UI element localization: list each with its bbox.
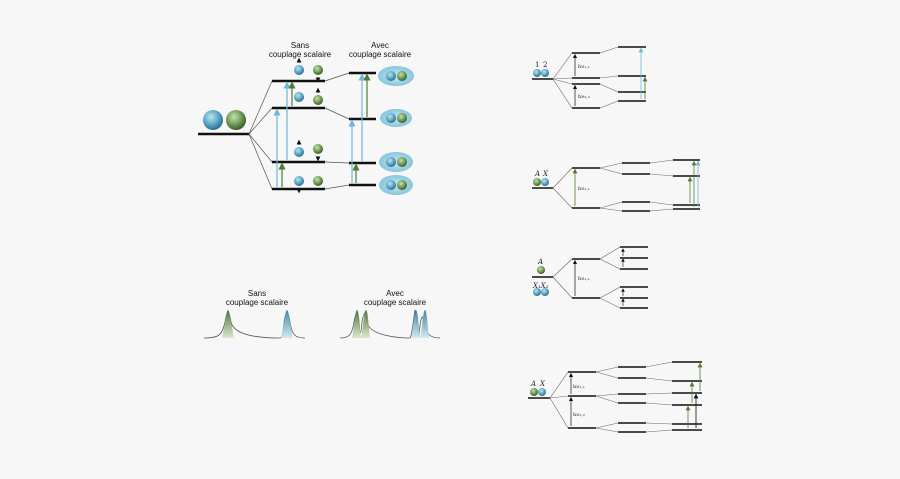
nucleus-sphere-icon — [541, 288, 549, 296]
nucleus-label-X: X — [539, 380, 546, 388]
nmr-spectrum-coupled — [339, 309, 441, 339]
nucleus-label-2: 2 — [543, 61, 547, 69]
nucleus-sphere-icon — [537, 266, 545, 274]
nucleus-sphere-icon — [313, 176, 323, 186]
nucleus-sphere-icon — [313, 95, 323, 105]
header-sans-bottom: Sans couplage scalaire — [212, 289, 302, 307]
nucleus-sphere-icon — [226, 110, 246, 130]
coupling-label: hν₁,₁ — [578, 276, 590, 282]
nucleus-sphere-icon — [538, 388, 546, 396]
header-sans-line1: Sans — [290, 41, 310, 50]
right-diagram-1: 1 2 hν₁,₁ hν₂,₂ — [532, 46, 648, 109]
spin-state-pair — [294, 65, 323, 186]
nucleus-sphere-icon — [294, 92, 304, 102]
coupling-label: hν₁,₁ — [578, 64, 590, 70]
nucleus-sphere-icon — [541, 178, 549, 186]
nucleus-sphere-icon — [533, 288, 541, 296]
header-sans-line2: couplage scalaire — [225, 298, 289, 307]
header-avec-line2: couplage scalaire — [348, 50, 412, 59]
header-avec-top: Avec couplage scalaire — [335, 41, 425, 59]
nucleus-sphere-icon — [294, 147, 304, 157]
nucleus-sphere-icon — [294, 65, 304, 75]
nucleus-sphere-icon — [313, 65, 323, 75]
nucleus-label-A: A — [537, 258, 543, 266]
header-sans-line2: couplage scalaire — [268, 50, 332, 59]
nucleus-sphere-icon — [313, 144, 323, 154]
right-diagram-3: A X₁X₂ hν₁,₁ — [532, 246, 648, 309]
transition-arrow-icon — [348, 73, 371, 183]
nucleus-sphere-icon — [533, 178, 541, 186]
nucleus-label-X: X — [542, 170, 549, 178]
nucleus-label-A: A — [534, 170, 540, 178]
coupling-label: hν₁,₁ — [578, 186, 590, 192]
header-sans-top: Sans couplage scalaire — [255, 41, 345, 59]
main-energy-diagram — [198, 57, 414, 195]
right-diagram-4: A X — [528, 361, 703, 433]
right-diagram-2: A X hν₁,₁ — [532, 159, 701, 212]
header-sans-line1: Sans — [247, 289, 267, 298]
header-avec-bottom: Avec couplage scalaire — [350, 289, 440, 307]
header-avec-line1: Avec — [386, 289, 404, 298]
nucleus-sphere-icon — [203, 110, 223, 130]
coupling-label: hν₁,₁ — [573, 384, 585, 390]
coupling-label-2: hν₂,₂ — [573, 412, 585, 418]
header-avec-line2: couplage scalaire — [363, 298, 427, 307]
nucleus-label-1: 1 — [535, 61, 539, 69]
spin-arrow-icon — [296, 57, 321, 194]
header-avec-line1: Avec — [371, 41, 389, 50]
transition-arrow-icon — [273, 81, 296, 187]
nucleus-label-X1X2: X₁X₂ — [532, 282, 549, 290]
coupled-pair-halo — [378, 66, 414, 195]
nucleus-sphere-icon — [530, 388, 538, 396]
nucleus-label-A: A — [530, 380, 536, 388]
nmr-spectrum-uncoupled — [203, 310, 306, 339]
nucleus-sphere-icon — [533, 69, 541, 77]
nucleus-sphere-icon — [294, 176, 304, 186]
nucleus-sphere-icon — [541, 69, 549, 77]
coupling-label-2: hν₂,₂ — [578, 94, 590, 100]
